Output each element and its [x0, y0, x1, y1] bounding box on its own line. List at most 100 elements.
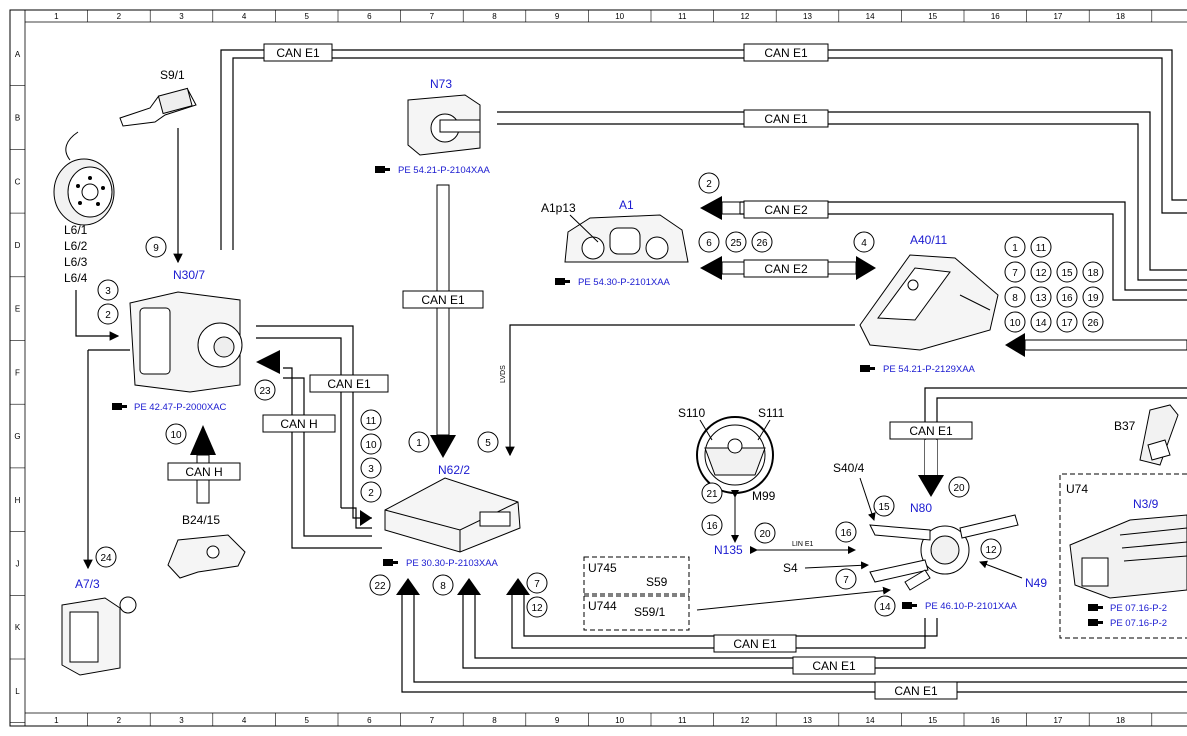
svg-text:17: 17 — [1061, 318, 1073, 329]
svg-text:22: 22 — [374, 581, 386, 592]
grid-row-label: F — [15, 368, 20, 377]
switch-group-u745-u744: U745 S59 U744 S59/1 — [583, 556, 891, 631]
svg-text:1: 1 — [1012, 243, 1018, 254]
svg-text:10: 10 — [365, 440, 377, 451]
svg-text:M99: M99 — [752, 489, 776, 503]
callout-n62-2: 2 — [360, 481, 382, 503]
svg-text:2: 2 — [368, 488, 374, 499]
callout-6: 6 — [698, 231, 720, 253]
svg-text:N73: N73 — [430, 77, 452, 91]
grid-column-label: 13 — [803, 716, 812, 725]
grid-row-label: A — [15, 50, 21, 59]
callout-23: 23 — [254, 379, 276, 401]
svg-text:15: 15 — [878, 502, 890, 513]
svg-text:3: 3 — [368, 464, 374, 475]
callout-a40-14: 14 — [1030, 311, 1052, 333]
svg-text:CAN E1: CAN E1 — [894, 684, 938, 698]
callout-7-n80: 7 — [835, 568, 857, 590]
bus-n73-n62: CAN E1 — [402, 184, 484, 458]
svg-text:12: 12 — [1035, 268, 1047, 279]
ref-n30-7: PE 42.47-P-2000XAC — [112, 402, 227, 413]
ref-n73: PE 54.21-P-2104XAA — [375, 165, 491, 176]
grid-column-label: 15 — [928, 12, 937, 21]
callout-a40-19: 19 — [1082, 286, 1104, 308]
grid-row-label: E — [15, 305, 20, 314]
grid-column-label: 2 — [117, 12, 122, 21]
sensor-s9-1: S9/1 — [119, 68, 197, 264]
svg-text:CAN E1: CAN E1 — [909, 424, 953, 438]
svg-text:12: 12 — [531, 603, 543, 614]
grid-column-label: 5 — [304, 716, 309, 725]
callout-a40-13: 13 — [1030, 286, 1052, 308]
grid-row-label: C — [15, 177, 21, 186]
grid-column-label: 7 — [430, 716, 435, 725]
svg-text:N80: N80 — [910, 501, 932, 515]
group-u74: U74 N3/9 — [1059, 473, 1187, 639]
grid-column-label: 15 — [928, 716, 937, 725]
svg-text:16: 16 — [1061, 293, 1073, 304]
svg-text:26: 26 — [1087, 318, 1099, 329]
svg-text:15: 15 — [1061, 268, 1073, 279]
callout-a40-18: 18 — [1082, 261, 1104, 283]
svg-text:CAN E2: CAN E2 — [764, 262, 808, 276]
svg-text:19: 19 — [1087, 293, 1099, 304]
grid-row-label: G — [14, 432, 20, 441]
grid-column-label: 7 — [430, 12, 435, 21]
svg-text:4: 4 — [861, 238, 867, 249]
callout-8: 8 — [432, 574, 454, 596]
callout-14: 14 — [874, 595, 896, 617]
svg-text:PE 46.10-P-2101XAA: PE 46.10-P-2101XAA — [925, 601, 1018, 612]
svg-text:L6/3: L6/3 — [64, 255, 88, 269]
grid-row-label: K — [15, 623, 21, 632]
callout-16-steering: 16 — [701, 514, 723, 536]
svg-text:CAN H: CAN H — [280, 417, 317, 431]
callout-20-n135: 20 — [754, 522, 776, 544]
svg-text:7: 7 — [843, 575, 849, 586]
sensor-b37: B37 — [1114, 404, 1179, 466]
svg-text:S110: S110 — [678, 406, 705, 420]
callout-26-a1: 26 — [751, 231, 773, 253]
svg-text:20: 20 — [759, 529, 771, 540]
callout-a40-16: 16 — [1056, 286, 1078, 308]
callout-5: 5 — [477, 431, 499, 453]
svg-text:11: 11 — [366, 416, 377, 427]
label-can-e1-bottom-2: CAN E1 — [792, 656, 876, 675]
ref-a1: PE 54.30-P-2101XAA — [555, 277, 671, 288]
svg-text:S9/1: S9/1 — [160, 68, 185, 82]
svg-text:CAN E1: CAN E1 — [327, 377, 371, 391]
svg-text:7: 7 — [534, 579, 540, 590]
grid-column-label: 11 — [678, 716, 687, 725]
svg-text:1: 1 — [416, 438, 422, 449]
ref-n3-9-1: PE 07.16-P-2 — [1088, 603, 1167, 614]
callout-20-n80: 20 — [948, 476, 970, 498]
module-n30-7: N30/7 — [83, 268, 243, 570]
callout-22: 22 — [369, 574, 391, 596]
grid-frame: 1122334455667788991010111112121313141415… — [9, 9, 1187, 727]
instrument-cluster-a1: A1p13 A1 — [541, 198, 689, 263]
module-n62-2: N62/2 — [384, 463, 521, 553]
svg-text:N62/2: N62/2 — [438, 463, 470, 477]
switch-n73: N73 — [407, 77, 481, 156]
svg-text:S59/1: S59/1 — [634, 605, 666, 619]
svg-text:20: 20 — [953, 483, 965, 494]
svg-text:U745: U745 — [588, 561, 617, 575]
grid-column-label: 12 — [740, 12, 749, 21]
bus-can-e2-lower: CAN E2 — [700, 256, 876, 280]
svg-text:13: 13 — [1035, 293, 1047, 304]
grid-column-label: 12 — [740, 716, 749, 725]
svg-text:S59: S59 — [646, 575, 668, 589]
svg-text:S111: S111 — [758, 406, 785, 420]
grid-column-label: 13 — [803, 12, 812, 21]
svg-text:14: 14 — [1035, 318, 1047, 329]
svg-text:3: 3 — [105, 286, 111, 297]
callout-stack-n62: 11 10 3 2 — [360, 409, 382, 503]
steering-wheel: S110 S111 M99 — [678, 406, 785, 543]
label-can-e1-n30-n62: CAN E1 — [309, 374, 389, 393]
svg-text:PE 07.16-P-2: PE 07.16-P-2 — [1110, 618, 1167, 629]
svg-text:N30/7: N30/7 — [173, 268, 205, 282]
grid-column-label: 3 — [179, 12, 184, 21]
svg-text:CAN E1: CAN E1 — [764, 112, 808, 126]
svg-text:S40/4: S40/4 — [833, 461, 865, 475]
callout-10: 10 — [165, 423, 187, 445]
svg-text:10: 10 — [170, 430, 182, 441]
